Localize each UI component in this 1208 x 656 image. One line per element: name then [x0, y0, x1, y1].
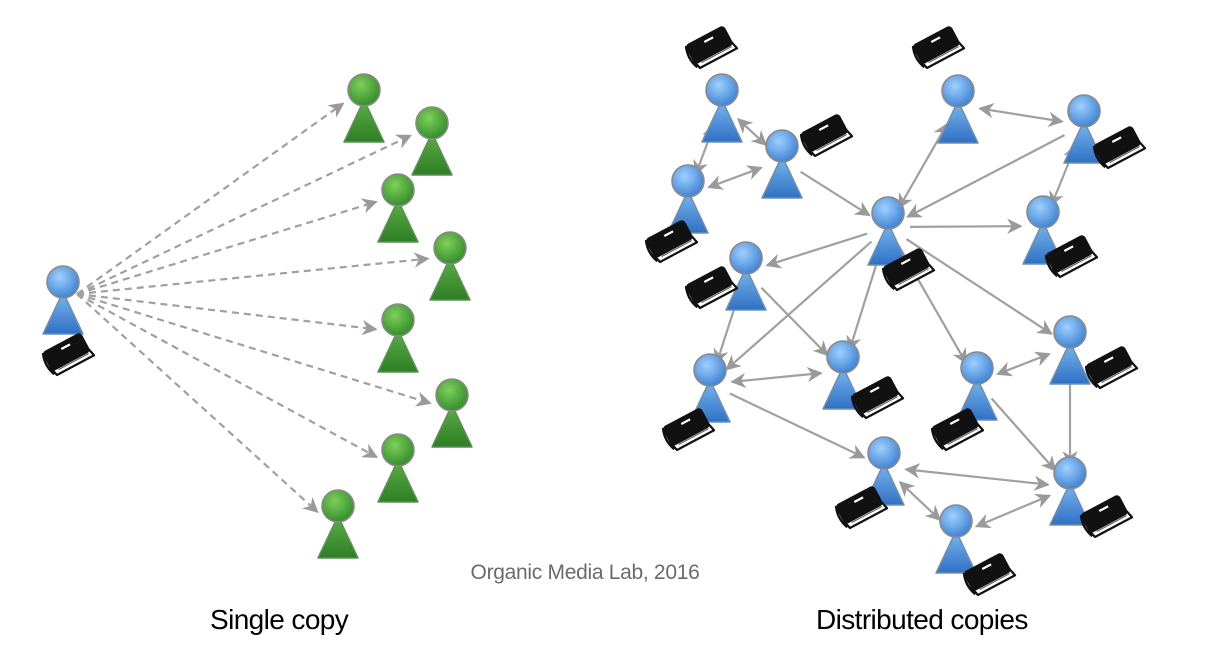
dashed-arrow: [76, 134, 412, 295]
recipient-person-icon: [377, 303, 419, 373]
network-person-icon: [761, 129, 803, 199]
book-icon: [41, 333, 96, 377]
credit-text: Organic Media Lab, 2016: [470, 561, 700, 584]
network-arrow: [707, 165, 763, 190]
network-person-icon: [1049, 315, 1091, 385]
network-person-icon: [1049, 456, 1091, 526]
network-arrow: [765, 232, 868, 269]
network-arrow: [729, 392, 866, 459]
caption-distributed-copies: Distributed copies: [816, 604, 1028, 635]
network-arrow: [897, 122, 949, 210]
dashed-arrow: [76, 252, 430, 296]
book-layer: [41, 26, 1147, 597]
dashed-arrow: [76, 292, 432, 407]
book-icon: [799, 114, 854, 158]
network-person-icon: [667, 164, 709, 234]
network-arrow: [978, 103, 1064, 127]
network-arrow: [974, 493, 1052, 529]
network-arrow: [996, 351, 1051, 377]
network-arrow: [736, 117, 768, 147]
network-person-icon: [935, 504, 977, 574]
book-icon: [1092, 126, 1147, 170]
network-person-icon: [1063, 94, 1105, 164]
network-arrow: [909, 218, 1023, 234]
network-arrow: [906, 134, 1065, 218]
dashed-arrow: [76, 292, 378, 336]
dashed-arrow: [76, 102, 345, 295]
network-arrow: [904, 463, 1050, 491]
book-icon: [881, 248, 936, 292]
network-arrow: [990, 397, 1057, 472]
book-icon: [962, 553, 1017, 597]
recipient-person-icon: [343, 73, 385, 143]
dashed-arrow: [76, 198, 378, 296]
arrow-layer: [76, 102, 1078, 529]
network-arrow: [725, 240, 873, 371]
network-arrow: [800, 170, 871, 217]
network-person-icon: [956, 351, 998, 421]
network-arrow: [730, 366, 823, 389]
dashed-arrow: [76, 293, 319, 514]
book-icon: [1079, 495, 1134, 539]
source-person-icon: [42, 265, 84, 335]
network-person-icon: [701, 73, 743, 143]
network-person-icon: [867, 196, 909, 266]
book-icon: [684, 266, 739, 310]
caption-single-copy: Single copy: [210, 604, 349, 635]
book-icon: [1044, 235, 1099, 279]
book-icon: [644, 220, 699, 264]
book-icon: [661, 408, 716, 452]
book-icon: [850, 376, 905, 420]
book-icon: [684, 26, 739, 70]
network-person-icon: [725, 241, 767, 311]
network-person-icon: [937, 74, 979, 144]
network-arrow: [760, 286, 829, 357]
network-arrow: [898, 481, 942, 521]
book-icon: [1084, 346, 1139, 390]
recipient-person-icon: [431, 378, 473, 448]
recipient-person-icon: [377, 173, 419, 243]
book-icon: [834, 486, 889, 530]
recipient-person-icon: [317, 489, 359, 559]
book-icon: [911, 26, 966, 70]
person-layer: [42, 73, 1105, 574]
recipient-person-icon: [377, 433, 419, 503]
dashed-arrow: [76, 293, 379, 459]
book-icon: [930, 408, 985, 452]
recipient-person-icon: [429, 231, 471, 301]
network-arrow: [905, 238, 1053, 335]
recipient-person-icon: [411, 106, 453, 176]
